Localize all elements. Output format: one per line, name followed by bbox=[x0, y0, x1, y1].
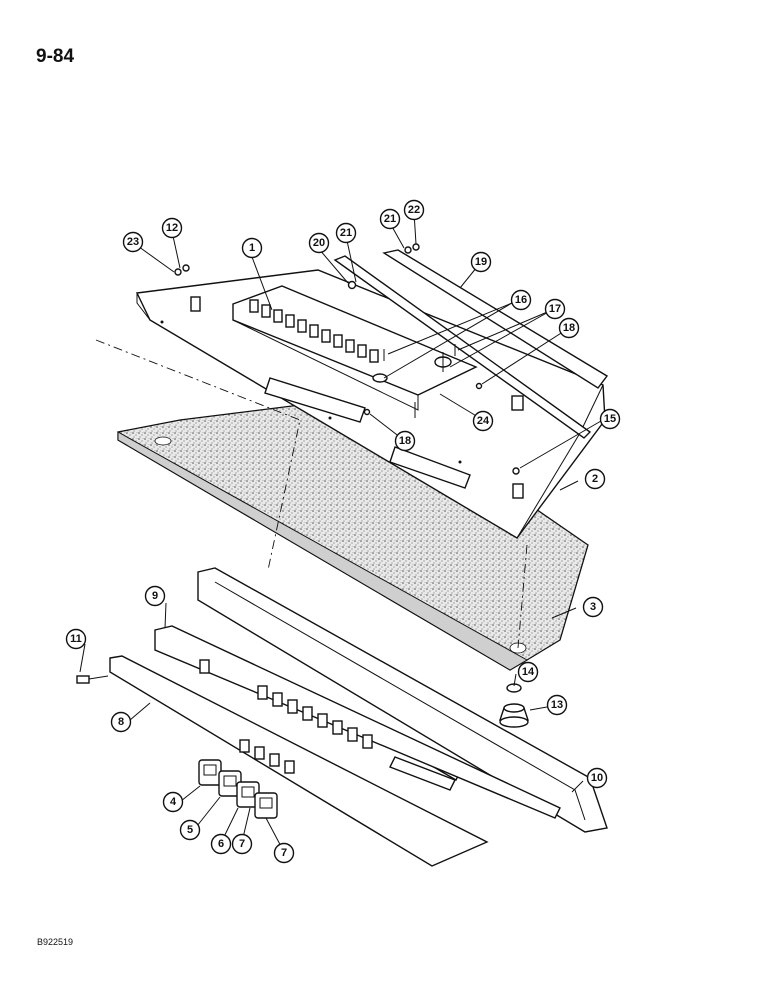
callout-18a: 18 bbox=[558, 317, 580, 339]
callout-4: 4 bbox=[162, 791, 184, 813]
svg-text:18: 18 bbox=[399, 435, 411, 447]
callout-16: 16 bbox=[510, 289, 532, 311]
callout-21b: 21 bbox=[379, 208, 401, 230]
callout-17: 17 bbox=[544, 298, 566, 320]
svg-text:12: 12 bbox=[166, 222, 178, 234]
svg-text:22: 22 bbox=[408, 204, 420, 216]
bolt bbox=[76, 675, 109, 684]
switch-openings bbox=[199, 659, 373, 749]
rocker-switch-6 bbox=[236, 781, 260, 808]
callout-1: 1 bbox=[241, 237, 263, 259]
rocker-switches bbox=[198, 759, 278, 819]
svg-text:21: 21 bbox=[340, 227, 352, 239]
leader-lines bbox=[79, 211, 602, 853]
svg-text:1: 1 bbox=[249, 242, 255, 254]
svg-text:6: 6 bbox=[218, 838, 224, 850]
svg-text:21: 21 bbox=[384, 213, 396, 225]
callout-12: 12 bbox=[161, 217, 183, 239]
svg-text:19: 19 bbox=[475, 256, 487, 268]
callout-3: 3 bbox=[582, 596, 604, 618]
hardware bbox=[174, 243, 520, 475]
switch-panel bbox=[154, 625, 561, 819]
callout-20: 20 bbox=[308, 232, 330, 254]
rocker-switch-4 bbox=[198, 759, 222, 786]
callout-14: 14 bbox=[517, 661, 539, 683]
svg-text:9: 9 bbox=[152, 590, 158, 602]
svg-text:15: 15 bbox=[604, 413, 616, 425]
svg-text:16: 16 bbox=[515, 294, 527, 306]
callout-6: 6 bbox=[210, 833, 232, 855]
svg-text:11: 11 bbox=[70, 633, 82, 645]
callout-2: 2 bbox=[584, 468, 606, 490]
callout-24: 24 bbox=[472, 410, 494, 432]
svg-text:20: 20 bbox=[313, 237, 325, 249]
svg-text:3: 3 bbox=[590, 601, 596, 613]
svg-text:5: 5 bbox=[187, 824, 193, 836]
svg-text:14: 14 bbox=[522, 666, 535, 678]
figure-code: B922519 bbox=[37, 937, 74, 947]
callout-9: 9 bbox=[144, 585, 166, 607]
svg-text:23: 23 bbox=[127, 236, 139, 248]
callout-7a: 7 bbox=[231, 833, 253, 855]
svg-text:24: 24 bbox=[477, 415, 490, 427]
back-rail bbox=[333, 249, 609, 439]
callout-5: 5 bbox=[179, 819, 201, 841]
fuse-terminal-panel bbox=[232, 285, 478, 418]
svg-text:8: 8 bbox=[118, 716, 124, 728]
callout-15: 15 bbox=[599, 408, 621, 430]
rocker-switch-7 bbox=[254, 792, 278, 819]
svg-text:2: 2 bbox=[592, 473, 598, 485]
callout-18b: 18 bbox=[394, 430, 416, 452]
rubber-foot bbox=[499, 683, 529, 728]
svg-text:7: 7 bbox=[281, 847, 287, 859]
svg-text:7: 7 bbox=[239, 838, 245, 850]
callout-22: 22 bbox=[403, 199, 425, 221]
relay-assembly bbox=[434, 352, 452, 372]
svg-text:17: 17 bbox=[549, 303, 561, 315]
svg-text:10: 10 bbox=[591, 772, 603, 784]
callout-13: 13 bbox=[546, 694, 568, 716]
callout-19: 19 bbox=[470, 251, 492, 273]
svg-text:18: 18 bbox=[563, 322, 575, 334]
callout-21a: 21 bbox=[335, 222, 357, 244]
svg-text:13: 13 bbox=[551, 699, 563, 711]
page-number: 9-84 bbox=[36, 46, 75, 67]
callout-11: 11 bbox=[65, 628, 87, 650]
svg-text:4: 4 bbox=[170, 796, 177, 808]
callout-8: 8 bbox=[110, 711, 132, 733]
rocker-switch-5 bbox=[218, 770, 242, 797]
callout-23: 23 bbox=[122, 231, 144, 253]
callout-10: 10 bbox=[586, 767, 608, 789]
fuse-block-1 bbox=[249, 299, 379, 363]
face-plate bbox=[109, 655, 489, 867]
callout-7b: 7 bbox=[273, 842, 295, 864]
